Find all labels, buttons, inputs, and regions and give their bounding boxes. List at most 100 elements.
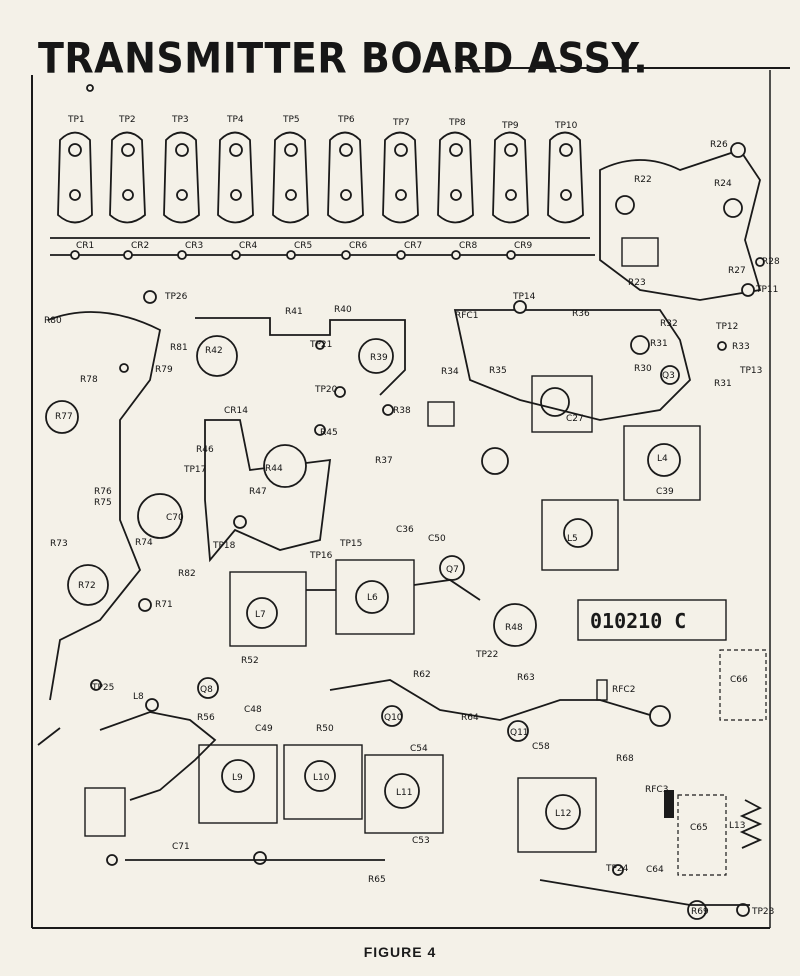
label-r32: R32 <box>660 319 678 329</box>
label-l4: L4 <box>657 454 668 464</box>
oscillator-section: R26 R22 R24 R23 R27 R28 TP11 <box>599 140 780 301</box>
label-tp8: TP8 <box>448 118 466 128</box>
label-tp4: TP4 <box>226 115 244 125</box>
label-c50: C50 <box>428 534 446 544</box>
misc-pads <box>86 84 608 701</box>
center-section: CR14 R45 R46 R44 R47 TP17 TP18 TP16 TP15… <box>183 406 537 660</box>
label-r33: R33 <box>732 342 750 352</box>
label-r23: R23 <box>628 278 646 288</box>
lower-coil-section: L9 L10 L11 L12 <box>198 744 597 853</box>
label-tp5: TP5 <box>282 115 300 125</box>
label-r41: R41 <box>285 307 303 317</box>
label-r31: R31 <box>714 379 732 389</box>
label-l5: L5 <box>567 534 578 544</box>
label-r63: R63 <box>517 673 535 683</box>
label-r76: R76 <box>94 487 112 497</box>
label-r36: R36 <box>572 309 590 319</box>
label-c36: C36 <box>396 525 414 535</box>
part-number: 010210 C <box>590 609 686 633</box>
label-r37: R37 <box>375 456 393 466</box>
label-q3: Q3 <box>662 371 675 381</box>
label-r71: R71 <box>155 600 173 610</box>
figure-caption: FIGURE 4 <box>363 944 437 960</box>
label-l7: L7 <box>255 610 266 620</box>
cr-bus: CR1 CR2 CR3 CR4 CR5 CR6 CR7 CR8 CR9 <box>50 237 595 260</box>
label-r75: R75 <box>94 498 112 508</box>
label-tp25: TP25 <box>91 683 114 693</box>
label-r31a: R31 <box>650 339 668 349</box>
right-mid-section: RFC1 TP14 R36 R32 TP12 R33 R31 R30 Q3 TP… <box>441 292 762 571</box>
lower-mid-section: Q10 R62 R64 C54 Q11 R63 C58 C53 RFC2 R68… <box>329 670 671 885</box>
label-c64: C64 <box>646 865 664 875</box>
label-cr9: CR9 <box>514 241 533 251</box>
crystal-row <box>57 131 584 224</box>
label-r50: R50 <box>316 724 334 734</box>
output-section: C66 C65 L13 RFC3 TP24 C64 R69 TP23 <box>539 649 774 920</box>
label-q10: Q10 <box>384 713 403 723</box>
label-l9: L9 <box>232 773 243 783</box>
lower-left-section: Q8 R52 L8 R56 C48 C49 R50 C71 <box>37 656 385 866</box>
label-tp7: TP7 <box>392 118 410 128</box>
label-tp17: TP17 <box>183 465 206 475</box>
label-r65: R65 <box>368 875 386 885</box>
label-c27: C27 <box>566 414 584 424</box>
label-tp14: TP14 <box>512 292 536 302</box>
label-r44: R44 <box>265 464 283 474</box>
label-r47: R47 <box>249 487 267 497</box>
center-upper-section: R42 R41 R40 TP21 R39 TP20 R38 R37 <box>195 305 411 466</box>
label-r30: R30 <box>634 364 652 374</box>
label-tp9: TP9 <box>501 121 519 131</box>
label-r80: R80 <box>44 316 62 326</box>
label-cr1: CR1 <box>76 241 94 251</box>
label-cr7: CR7 <box>404 241 422 251</box>
label-r74: R74 <box>135 538 153 548</box>
label-r81: R81 <box>170 343 188 353</box>
label-r72: R72 <box>78 581 96 591</box>
label-c54: C54 <box>410 744 428 754</box>
tp-labels: TP1 TP2 TP3 TP4 TP5 TP6 TP7 TP8 TP9 TP10 <box>67 115 578 131</box>
label-r78: R78 <box>80 375 98 385</box>
label-c53: C53 <box>412 836 430 846</box>
label-q8: Q8 <box>200 685 213 695</box>
label-r40: R40 <box>334 305 352 315</box>
label-tp18: TP18 <box>212 541 236 551</box>
label-cr5: CR5 <box>294 241 312 251</box>
page-title: TRANSMITTER BOARD ASSY. <box>38 34 649 83</box>
label-c70: C70 <box>166 513 184 523</box>
label-c39: C39 <box>656 487 674 497</box>
label-r34: R34 <box>441 367 459 377</box>
label-tp26: TP26 <box>164 292 188 302</box>
label-r82: R82 <box>178 569 196 579</box>
label-tp10: TP10 <box>554 121 578 131</box>
label-tp15: TP15 <box>339 539 362 549</box>
label-tp3: TP3 <box>171 115 189 125</box>
coil-section: L7 L6 <box>229 559 481 647</box>
label-cr2: CR2 <box>131 241 149 251</box>
label-q7: Q7 <box>446 565 459 575</box>
label-r79: R79 <box>155 365 173 375</box>
label-c71: C71 <box>172 842 190 852</box>
label-tp11: TP11 <box>755 285 778 295</box>
label-l13: L13 <box>729 821 745 831</box>
label-r45: R45 <box>320 428 338 438</box>
label-cr8: CR8 <box>459 241 478 251</box>
label-tp2: TP2 <box>118 115 136 125</box>
label-cr3: CR3 <box>185 241 203 251</box>
label-r26: R26 <box>710 140 728 150</box>
label-r28: R28 <box>762 257 780 267</box>
label-r46: R46 <box>196 445 214 455</box>
label-l10: L10 <box>313 773 330 783</box>
label-r62: R62 <box>413 670 431 680</box>
label-rfc3: RFC3 <box>645 785 668 795</box>
label-cr6: CR6 <box>349 241 368 251</box>
label-cr4: CR4 <box>239 241 258 251</box>
label-cr14: CR14 <box>224 406 248 416</box>
label-tp16: TP16 <box>309 551 333 561</box>
label-l12: L12 <box>555 809 571 819</box>
label-r48: R48 <box>505 623 523 633</box>
label-r77: R77 <box>55 412 73 422</box>
label-l6: L6 <box>367 593 378 603</box>
label-tp1: TP1 <box>67 115 85 125</box>
label-c48: C48 <box>244 705 262 715</box>
